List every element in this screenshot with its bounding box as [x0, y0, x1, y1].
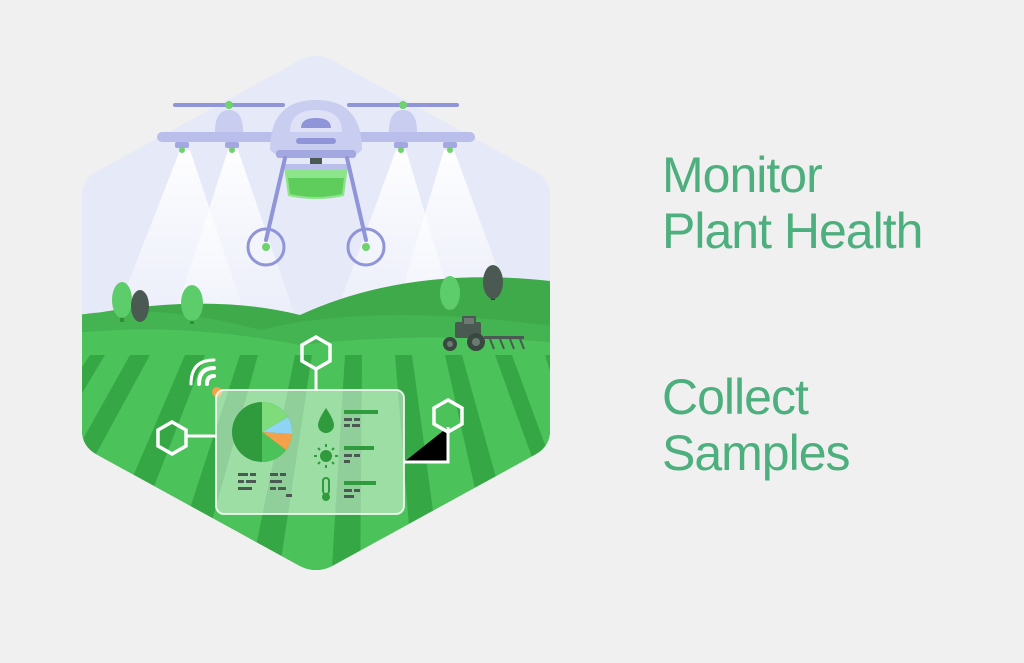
headline-line: Samples — [662, 425, 851, 481]
headline-line: Collect — [662, 369, 809, 425]
wifi-icon — [189, 358, 216, 386]
headline-line: Plant Health — [662, 203, 923, 259]
water-drop-icon — [318, 408, 334, 433]
tree-icon — [181, 285, 203, 324]
hexagon-node-icon — [156, 419, 188, 457]
spray-beam — [170, 150, 300, 330]
drone-icon — [157, 100, 475, 267]
hexagon-node-icon — [300, 334, 332, 372]
hexagon-node-icon — [432, 397, 464, 435]
tree-icon — [131, 290, 149, 322]
tree-icon — [483, 265, 503, 300]
metric-lines — [344, 410, 378, 498]
stat-placeholder-lines — [238, 473, 292, 497]
tractor-icon — [443, 316, 525, 351]
headline-monitor-plant-health: Monitor Plant Health — [662, 147, 923, 259]
tree-icon — [112, 282, 132, 322]
thermometer-icon — [322, 477, 330, 501]
pie-chart-icon — [232, 402, 293, 462]
tree-icon — [440, 276, 460, 310]
sun-icon — [314, 444, 338, 468]
headline-collect-samples: Collect Samples — [662, 369, 851, 481]
data-dashboard-panel — [156, 334, 464, 515]
headline-line: Monitor — [662, 147, 823, 203]
